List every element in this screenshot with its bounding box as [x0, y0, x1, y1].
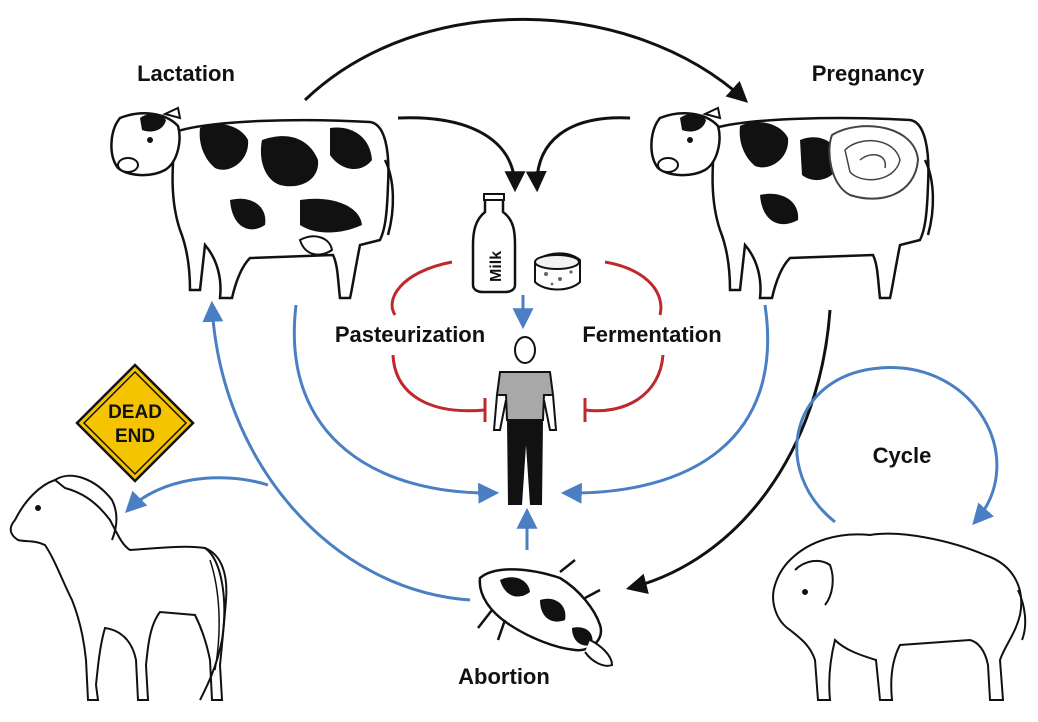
red-inhibition-arcs	[390, 260, 665, 422]
lactation-label: Lactation	[137, 61, 235, 86]
pasteurization-upper-arc	[390, 260, 453, 316]
arrow-lactation-to-milk	[397, 116, 526, 193]
pregnant-cow-icon	[650, 106, 935, 300]
cycle-label: Cycle	[873, 443, 932, 468]
arrow-lactation-to-pregnancy	[303, 17, 749, 103]
arrow-lactation-cow-to-person	[292, 304, 500, 504]
bison-icon	[772, 532, 1027, 701]
arrow-pregnancy-to-abortion	[625, 309, 832, 595]
arrow-pregnancy-to-milk	[525, 116, 631, 193]
dead-end-line1: DEAD	[108, 402, 162, 423]
arrow-to-horse	[125, 476, 269, 513]
arrow-pregnancy-cow-to-person	[560, 304, 770, 504]
arrow-abortion-to-lactation	[202, 300, 471, 602]
person-icon	[492, 336, 558, 505]
fermentation-label: Fermentation	[582, 322, 721, 347]
pasteurization-lower-arc	[391, 354, 486, 413]
aborted-calf-icon	[477, 559, 614, 667]
horse-icon	[9, 474, 228, 701]
pasteurization-label: Pasteurization	[335, 322, 485, 347]
cheese-icon	[534, 252, 581, 291]
pregnancy-label: Pregnancy	[812, 61, 925, 86]
milk-label: Milk	[488, 251, 505, 282]
milk-bottle-icon: Milk	[471, 193, 517, 294]
black-arrows	[303, 17, 832, 595]
fermentation-lower-arc	[584, 354, 665, 413]
blue-arrows	[125, 295, 999, 602]
cow-icon	[110, 106, 395, 300]
dead-end-line2: END	[115, 426, 155, 447]
abortion-label: Abortion	[458, 664, 550, 689]
dead-end-sign-icon: DEAD END	[75, 363, 195, 483]
cycle-loop-arrow	[795, 366, 999, 526]
fermentation-upper-arc	[604, 260, 663, 316]
